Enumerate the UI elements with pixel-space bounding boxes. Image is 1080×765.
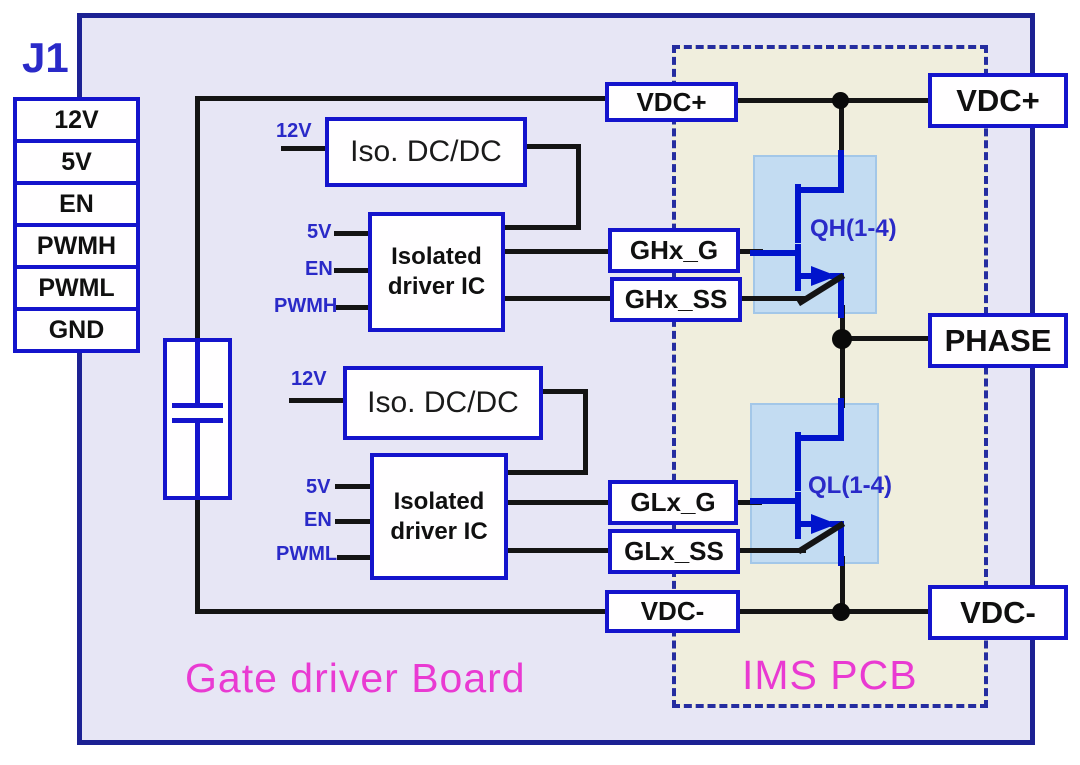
wire-low-dcdc-out-h2 bbox=[508, 470, 588, 475]
low-isolated-driver-block: Isolated driver IC bbox=[370, 453, 508, 580]
ghxg-net-box: GHx_G bbox=[608, 228, 740, 273]
wire-high-dcdc-out-h1 bbox=[525, 144, 581, 149]
vdc-minus-terminal: VDC- bbox=[928, 585, 1068, 640]
j1-pin-12v: 12V bbox=[13, 97, 140, 143]
wire-low-5v-stub bbox=[335, 484, 370, 489]
high-driver-input-pwmh-label: PWMH bbox=[274, 295, 338, 317]
j1-pin-5v: 5V bbox=[13, 139, 140, 185]
vdc-plus-junction-dot bbox=[832, 92, 849, 109]
ql-highlight-pad bbox=[750, 403, 879, 564]
wire-ghxg-gate-stub bbox=[736, 249, 763, 254]
wire-high-dcdc-input bbox=[281, 146, 325, 151]
low-driver-input-pwml-label: PWML bbox=[276, 543, 338, 565]
gate-driver-board-caption: Gate driver Board bbox=[185, 655, 526, 701]
glxss-net-box: GLx_SS bbox=[608, 529, 740, 574]
wire-ql-drain-rail bbox=[840, 336, 845, 408]
wire-high-dcdc-out-v bbox=[576, 144, 581, 230]
wire-low-pwml-stub bbox=[337, 555, 370, 560]
wire-qh-source-rail bbox=[840, 305, 845, 341]
wire-ql-source-rail bbox=[840, 556, 845, 614]
wire-glxss-left bbox=[508, 548, 612, 553]
wire-high-en-stub bbox=[334, 268, 370, 273]
ql-mosfet-icon bbox=[750, 398, 846, 566]
capacitor-plate-top bbox=[172, 403, 223, 408]
vdc-plus-terminal: VDC+ bbox=[928, 73, 1068, 128]
connector-label: J1 bbox=[22, 34, 69, 81]
low-iso-dcdc-block: Iso. DC/DC bbox=[343, 366, 543, 440]
qh-highlight-pad bbox=[753, 155, 877, 314]
qh-mosfet-icon bbox=[750, 150, 846, 318]
wire-ghxss-source-stub bbox=[740, 296, 806, 301]
vdc-minus-net-box: VDC- bbox=[605, 590, 740, 633]
high-isolated-driver-block: Isolated driver IC bbox=[368, 212, 505, 332]
wire-high-pwmh-stub bbox=[336, 305, 370, 310]
capacitor-bottom-lead bbox=[195, 423, 200, 496]
wire-vdc-plus-rail-horizontal bbox=[195, 96, 608, 101]
wire-low-dcdc-out-v bbox=[583, 389, 588, 475]
j1-pin-gnd: GND bbox=[13, 307, 140, 353]
wire-vdc-minus-rail-horizontal bbox=[195, 609, 610, 614]
wire-low-dcdc-out-h1 bbox=[543, 389, 588, 394]
phase-terminal: PHASE bbox=[928, 313, 1068, 368]
dc-link-capacitor bbox=[163, 338, 232, 500]
j1-pin-pwmh: PWMH bbox=[13, 223, 140, 269]
high-iso-dcdc-block: Iso. DC/DC bbox=[325, 117, 527, 187]
j1-pin-pwml: PWML bbox=[13, 265, 140, 311]
j1-pin-en: EN bbox=[13, 181, 140, 227]
high-driver-input-5v-label: 5V bbox=[307, 221, 332, 243]
glxg-net-box: GLx_G bbox=[608, 480, 738, 525]
wire-glxg-left bbox=[508, 500, 608, 505]
wire-vdc-minus-rail-vertical bbox=[195, 498, 200, 613]
high-driver-input-en-label: EN bbox=[305, 258, 333, 280]
ghxss-net-box: GHx_SS bbox=[610, 277, 742, 322]
wire-qh-drain-rail bbox=[839, 98, 844, 158]
wire-vdc-plus-rail-vertical bbox=[195, 96, 200, 342]
vdc-plus-net-box: VDC+ bbox=[605, 82, 738, 122]
ims-pcb-caption: IMS PCB bbox=[742, 652, 918, 698]
wire-high-5v-stub bbox=[334, 231, 370, 236]
high-dcdc-input-label: 12V bbox=[276, 120, 312, 142]
low-driver-input-5v-label: 5V bbox=[306, 476, 331, 498]
wire-ghxss-left bbox=[505, 296, 612, 301]
wire-glxg-gate-stub bbox=[734, 500, 762, 505]
wire-glxss-source-stub bbox=[738, 548, 806, 553]
wire-ghxg-left bbox=[505, 249, 610, 254]
wire-low-en-stub bbox=[335, 519, 370, 524]
low-driver-input-en-label: EN bbox=[304, 509, 332, 531]
vdc-minus-junction-dot bbox=[832, 603, 850, 621]
capacitor-top-lead bbox=[195, 342, 200, 403]
ql-transistor-label: QL(1-4) bbox=[808, 472, 892, 499]
wire-low-dcdc-input bbox=[289, 398, 343, 403]
low-dcdc-input-label: 12V bbox=[291, 368, 327, 390]
capacitor-plate-bottom bbox=[172, 418, 223, 423]
wire-high-dcdc-out-h2 bbox=[505, 225, 581, 230]
qh-transistor-label: QH(1-4) bbox=[810, 215, 897, 242]
wire-phase-to-terminal bbox=[841, 336, 931, 341]
phase-junction-dot bbox=[832, 329, 852, 349]
